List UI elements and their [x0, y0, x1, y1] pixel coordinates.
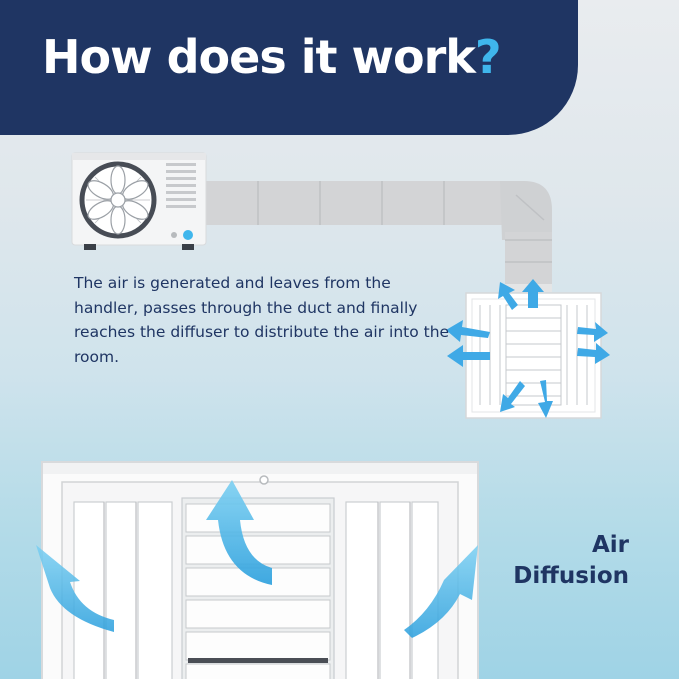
air-diffusion-line1: Air: [591, 532, 629, 558]
fan-icon: [79, 161, 157, 239]
title-question-mark: ?: [474, 30, 502, 84]
large-diffuser: [41, 461, 479, 679]
title-text: How does it work: [42, 30, 476, 84]
large-airflow-arrows: [36, 480, 478, 638]
description-text: The air is generated and leaves from the…: [74, 274, 450, 366]
airflow-arrow-icon: [446, 279, 610, 418]
air-diffusion-line2: Diffusion: [513, 563, 629, 589]
page-title: How does it work?: [42, 30, 502, 84]
air-diffusion-label: Air Diffusion: [513, 530, 629, 592]
header-banner: How does it work?: [0, 0, 578, 135]
duct-icon: [196, 181, 552, 292]
